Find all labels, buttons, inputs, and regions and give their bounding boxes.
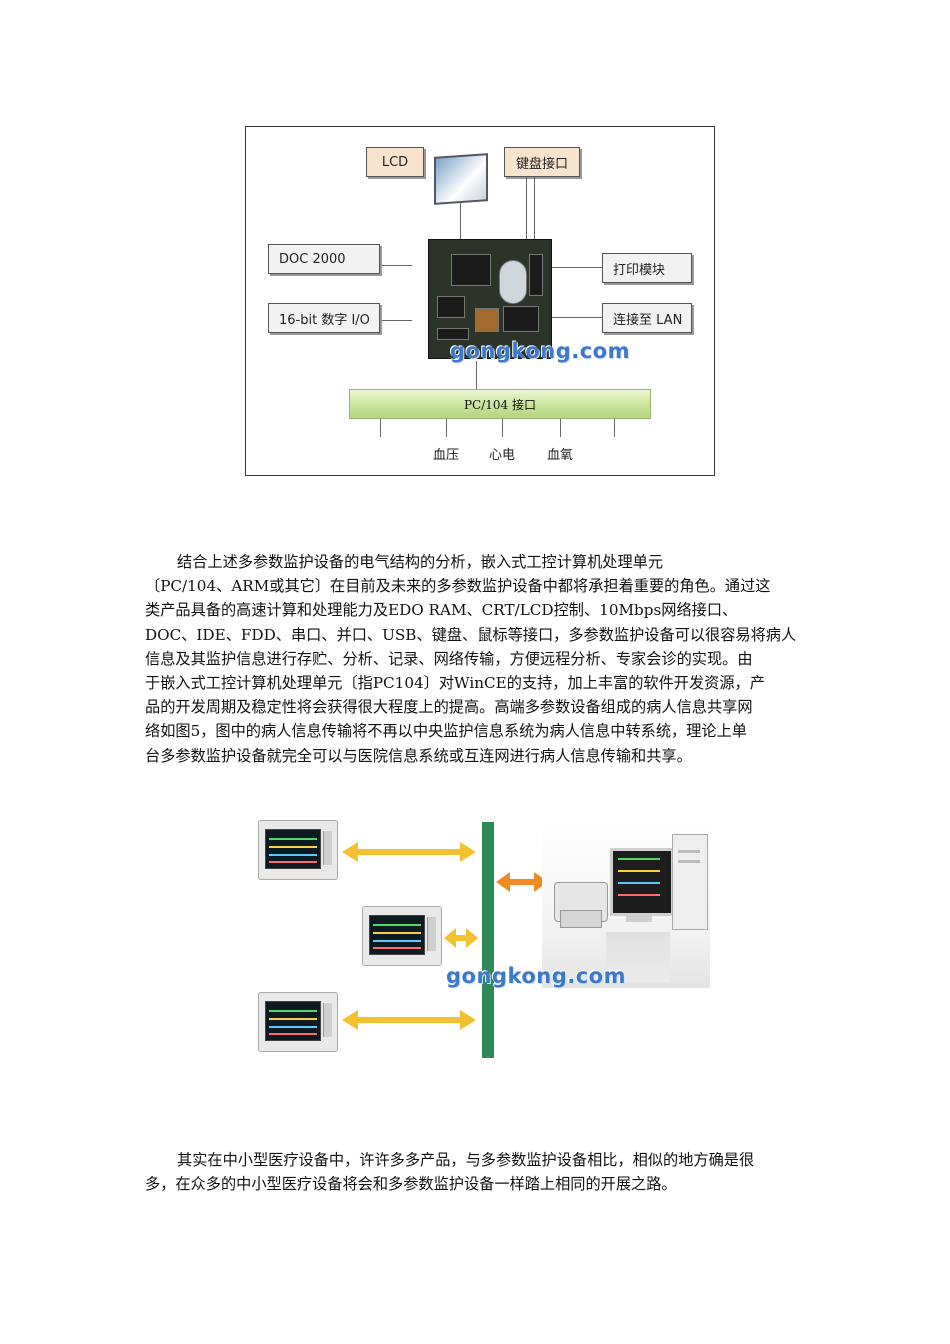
bidirectional-arrow bbox=[342, 842, 476, 862]
watermark-text: gongkong.com bbox=[446, 964, 626, 988]
patient-monitor-image bbox=[362, 906, 442, 966]
bidirectional-arrow bbox=[342, 1010, 476, 1030]
lan-label: 连接至 LAN bbox=[602, 303, 692, 333]
blood-oxygen-label: 血氧 bbox=[546, 447, 573, 463]
pc104-bus-label: PC/104 接口 bbox=[463, 397, 537, 412]
blood-pressure-label: 血压 bbox=[432, 447, 459, 463]
print-module-label: 打印模块 bbox=[602, 253, 692, 283]
pc104-board-image bbox=[428, 239, 552, 359]
patient-monitor-image bbox=[258, 820, 338, 880]
network-backbone-bar bbox=[482, 822, 494, 1058]
paragraph-2: 其实在中小型医疗设备中，许许多多产品，与多参数监护设备相比，相似的地方确是很 多… bbox=[145, 1151, 755, 1194]
doc2000-label: DOC 2000 bbox=[268, 244, 380, 274]
watermark-text: gongkong.com bbox=[450, 339, 630, 363]
bidirectional-arrow bbox=[444, 928, 478, 948]
lcd-screen-image bbox=[434, 153, 488, 205]
network-diagram: gongkong.com bbox=[250, 810, 720, 1070]
architecture-diagram: LCD 键盘接口 DOC 2000 16-bit 数字 I/O 打印模块 连接至… bbox=[245, 126, 715, 476]
ecg-label: 心电 bbox=[488, 447, 515, 463]
paragraph-1: 结合上述多参数监护设备的电气结构的分析，嵌入式工控计算机处理单元 〔PC/104… bbox=[145, 553, 797, 765]
pc104-bus: PC/104 接口 bbox=[349, 389, 651, 419]
keyboard-interface-label: 键盘接口 bbox=[504, 147, 580, 177]
patient-monitor-image bbox=[258, 992, 338, 1052]
lcd-label: LCD bbox=[366, 147, 424, 177]
bidirectional-arrow bbox=[496, 872, 548, 892]
hospital-pc-printer-image bbox=[542, 820, 710, 988]
digital-io-label: 16-bit 数字 I/O bbox=[268, 303, 380, 333]
